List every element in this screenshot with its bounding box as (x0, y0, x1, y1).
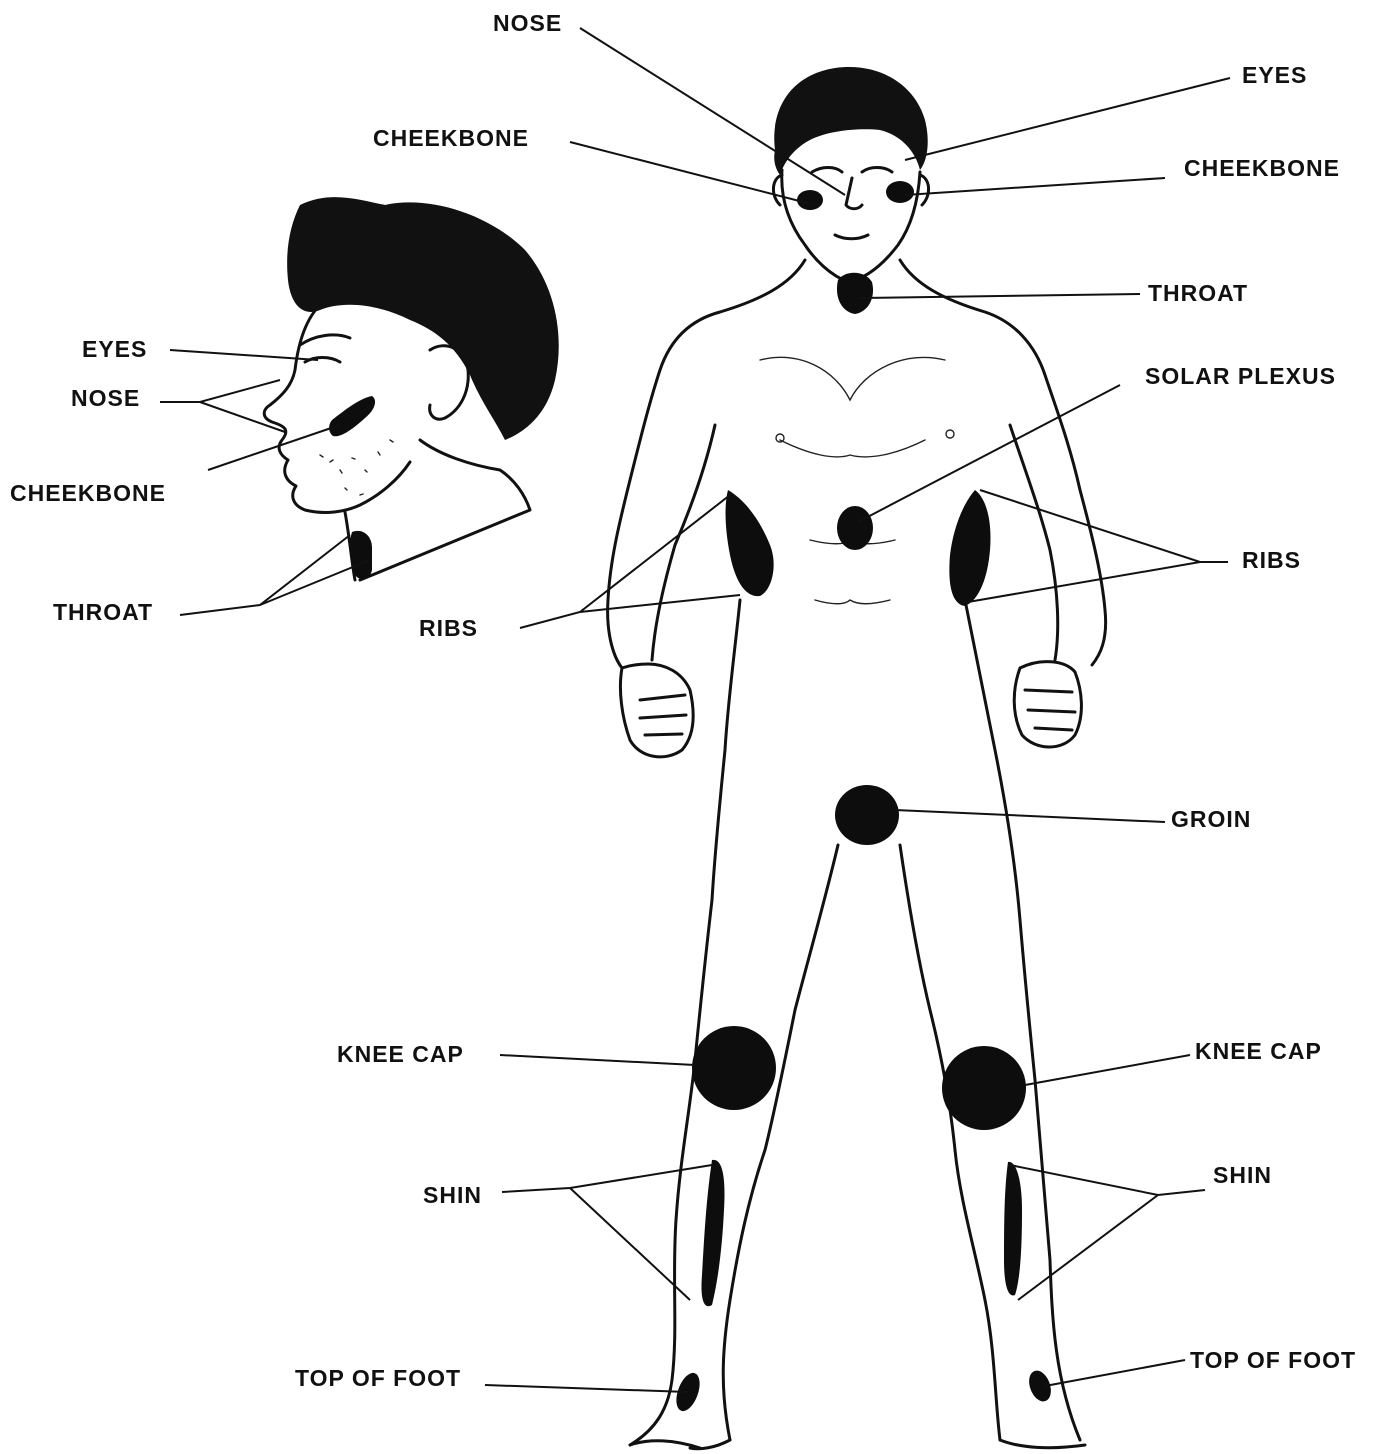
body-fist-left (620, 664, 693, 757)
label-solar-plexus: SOLAR PLEXUS (1145, 365, 1336, 388)
body-knee-left-target (692, 1026, 776, 1110)
label-shin-left: SHIN (423, 1184, 482, 1207)
body-knee-right-target (942, 1046, 1026, 1130)
label-nose-top: NOSE (493, 12, 562, 35)
profile-leader-lines (160, 350, 370, 615)
body-chest (760, 357, 945, 603)
profile-hair (287, 197, 559, 440)
body-ribs-left-target (726, 490, 774, 596)
body-hair (774, 67, 927, 175)
body-fist-right (1014, 662, 1081, 747)
label-eyes-top: EYES (1242, 64, 1307, 87)
body-foot-left (630, 1440, 730, 1449)
label-knee-cap-left: KNEE CAP (337, 1043, 464, 1066)
body-nose (846, 178, 862, 209)
body-foot-right (1000, 1440, 1085, 1448)
body-figure (608, 67, 1106, 1449)
profile-neck (345, 440, 530, 580)
profile-cheekbone-target (329, 396, 375, 436)
label-groin: GROIN (1171, 808, 1251, 831)
label-top-of-foot-left: TOP OF FOOT (295, 1367, 461, 1390)
body-solar-plexus-target (837, 506, 873, 550)
body-groin-target (835, 785, 899, 845)
body-eyes (812, 168, 892, 173)
label-cheekbone-profile: CHEEKBONE (10, 482, 166, 505)
body-leader-lines (485, 28, 1230, 1392)
label-throat-profile: THROAT (53, 601, 153, 624)
profile-head (264, 197, 559, 580)
body-ribs-right-target (949, 490, 990, 606)
body-cheekbone-left-target (797, 190, 823, 210)
label-shin-right: SHIN (1213, 1164, 1272, 1187)
body-leg-right (900, 845, 1080, 1440)
profile-brow (300, 335, 350, 345)
body-ear-right (920, 175, 929, 205)
body-torso (608, 260, 1106, 668)
body-shin-left-target (701, 1160, 724, 1306)
label-eyes-profile: EYES (82, 338, 147, 361)
body-shin-right-target (1004, 1162, 1022, 1296)
label-cheekbone-top-left: CHEEKBONE (373, 127, 529, 150)
label-nose-profile: NOSE (71, 387, 140, 410)
profile-stubble (320, 440, 393, 495)
body-mouth (835, 235, 868, 239)
body-cheekbone-right-target (886, 181, 914, 203)
label-ribs-left: RIBS (419, 617, 478, 640)
label-knee-cap-right: KNEE CAP (1195, 1040, 1322, 1063)
label-throat-body: THROAT (1148, 282, 1248, 305)
label-top-of-foot-right: TOP OF FOOT (1190, 1349, 1356, 1372)
profile-ear (430, 346, 469, 419)
label-ribs-right: RIBS (1242, 549, 1301, 572)
body-leg-left (630, 845, 838, 1445)
label-cheekbone-top-right: CHEEKBONE (1184, 157, 1340, 180)
body-nipple-right (946, 430, 954, 438)
body-throat-target (837, 273, 873, 314)
body-nipple-left (776, 434, 784, 442)
